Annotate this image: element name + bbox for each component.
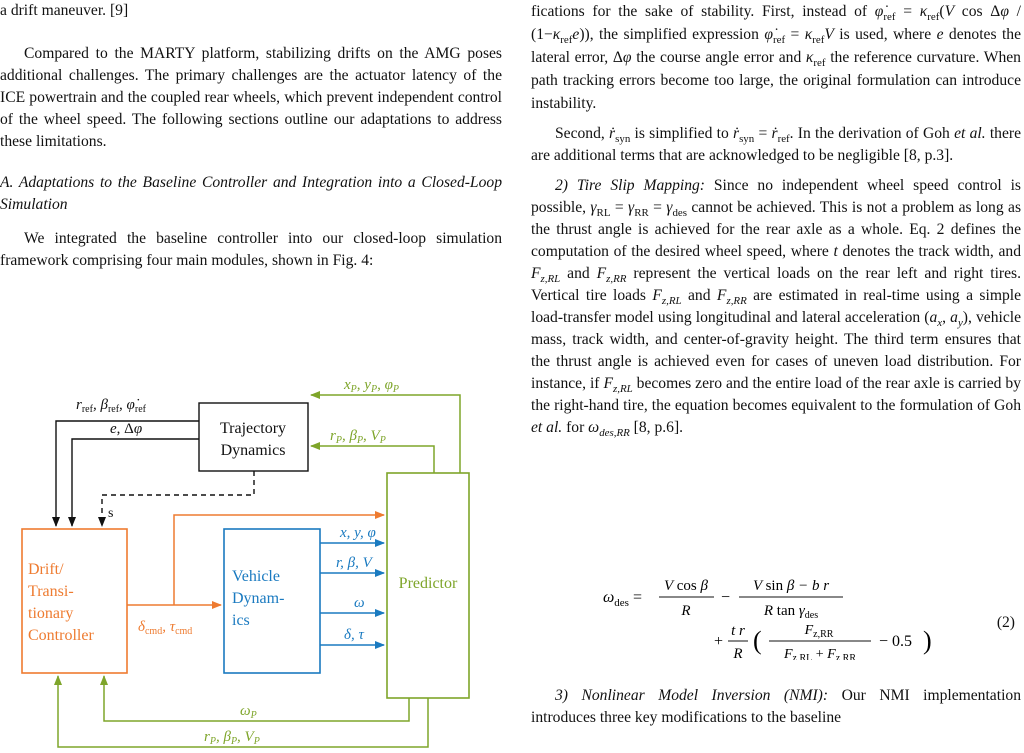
controller-label-4: Controller — [28, 627, 94, 644]
controller-label-3: tionary — [28, 605, 73, 622]
svg-text:R: R — [732, 646, 742, 660]
vehicle-label-2: Dynam- — [232, 590, 284, 607]
cmd-label: δcmd, τcmd — [138, 619, 192, 637]
right-paragraph-1: fications for the sake of stability. Fir… — [531, 3, 1022, 112]
section-heading: A. Adaptations to the Baseline Controlle… — [0, 174, 502, 213]
svg-text:Fz,RL + Fz,RR: Fz,RL + Fz,RR — [783, 647, 856, 660]
state-feedback-top-arrow — [310, 442, 435, 473]
left-paragraph-2: We integrated the baseline controller in… — [0, 230, 502, 269]
svg-text:t r: t r — [731, 623, 745, 639]
error-signal-arrow — [68, 438, 199, 527]
cmd-to-predictor-arrow — [173, 511, 385, 605]
svg-text:(: ( — [753, 626, 762, 655]
tire-slip-paragraph: 2) Tire Slip Mapping: Since no independe… — [531, 177, 1022, 440]
vehicle-label-3: ics — [232, 612, 250, 629]
controller-label-1: Drift/ — [28, 561, 64, 578]
nmi-title: 3) Nonlinear Model Inversion (NMI): — [555, 687, 829, 704]
trajectory-label-2: Dynamics — [221, 442, 286, 459]
state-feedback-bottom-label: rP, βP, VP — [204, 729, 260, 747]
svg-text:V cos β: V cos β — [664, 578, 708, 594]
ref-signal-arrow — [52, 420, 199, 527]
svg-text:): ) — [923, 626, 932, 655]
svg-text:Fz,RR: Fz,RR — [804, 623, 834, 640]
predictor-label: Predictor — [399, 575, 458, 592]
tire-slip-title: 2) Tire Slip Mapping: — [555, 177, 705, 194]
trajectory-label-1: Trajectory — [220, 420, 286, 437]
svg-text:V sin β − b r: V sin β − b r — [753, 578, 829, 594]
svg-text:− 0.5: − 0.5 — [879, 633, 912, 650]
block-diagram-figure: Trajectory Dynamics Drift/ Transi- tiona… — [14, 343, 484, 753]
ref-signal-label: rref, βref, φ̇ref — [76, 397, 147, 415]
svg-text:R: R — [680, 603, 690, 619]
left-paragraph-1: Compared to the MARTY platform, stabiliz… — [0, 45, 502, 150]
omega-label: ω — [354, 595, 365, 611]
right-column: fications for the sake of stability. Fir… — [531, 0, 1021, 439]
svg-text:−: − — [721, 589, 730, 606]
rbetav-label: r, β, V — [336, 555, 374, 571]
equation-2: ωdes = V cos β R − V sin β − b r R tan γ… — [531, 568, 1021, 664]
xyphi-label: x, y, φ — [339, 525, 376, 541]
trajectory-dynamics-block — [198, 402, 309, 472]
svg-text:ωdes =: ωdes = — [603, 589, 642, 609]
vehicle-label-1: Vehicle — [232, 568, 280, 585]
nmi-body: Our NMI implementation introduces three … — [531, 687, 1021, 726]
deltatau-label: δ, τ — [344, 627, 364, 643]
s-signal-arrow — [98, 471, 255, 527]
svg-text:R tan γdes: R tan γdes — [763, 603, 818, 621]
state-feedback-bottom-arrow — [54, 675, 429, 748]
svg-text:+: + — [714, 633, 723, 650]
nmi-paragraph: 3) Nonlinear Model Inversion (NMI): Our … — [531, 685, 1021, 729]
controller-label-2: Transi- — [28, 583, 74, 600]
state-feedback-top-label: rP, βP, VP — [330, 428, 386, 446]
controller-block — [21, 528, 128, 674]
omega-p-arrow — [100, 675, 410, 722]
left-column: a drift maneuver. [9] Compared to the MA… — [0, 0, 502, 272]
left-top-fragment: a drift maneuver. [9] — [0, 2, 129, 19]
pose-feedback-label: xP, yP, φP — [343, 377, 399, 395]
equation-number: (2) — [996, 614, 1015, 631]
right-paragraph-2: Second, ṙsyn is simplified to ṙsyn = ṙre… — [531, 125, 1021, 164]
vehicle-dynamics-block — [223, 528, 321, 674]
s-signal-label: s — [108, 506, 113, 521]
pose-feedback-arrow — [310, 391, 461, 473]
nmi-paragraph-wrap: 3) Nonlinear Model Inversion (NMI): Our … — [531, 685, 1021, 729]
omega-p-label: ωP — [240, 703, 257, 721]
error-signal-label: e, Δφ — [110, 421, 142, 437]
